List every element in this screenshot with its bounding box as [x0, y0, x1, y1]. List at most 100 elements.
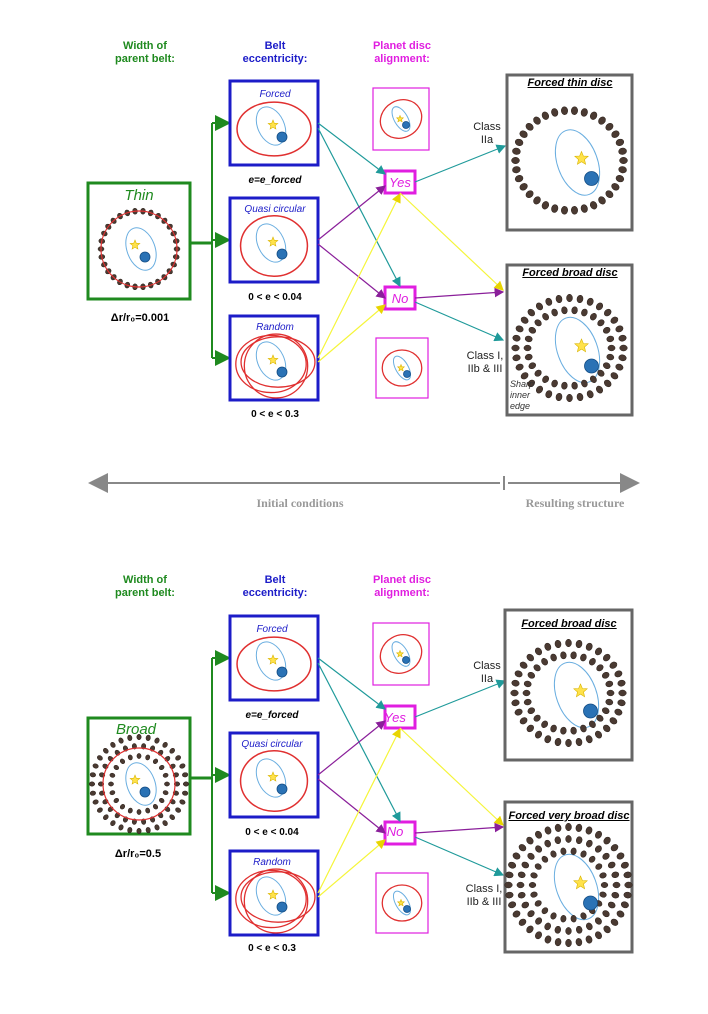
planetesimal: [534, 863, 542, 870]
result-class-4: Class I, IIb & III: [465, 883, 503, 908]
result-title-1: Forced thin disc: [527, 77, 613, 89]
planetesimal: [145, 754, 151, 761]
planet-orbit: [125, 227, 157, 271]
planetesimal: [605, 122, 614, 131]
planet-orbit: [553, 661, 600, 729]
planetesimal: [522, 689, 531, 697]
planetesimal: [524, 353, 533, 361]
planetesimal: [113, 764, 119, 771]
planet-orbit: [255, 106, 287, 146]
panel-2: [86, 608, 634, 954]
result-class-1: Class IIa: [473, 121, 501, 146]
planetesimal: [541, 201, 550, 210]
planetesimal: [504, 881, 513, 889]
planetesimal: [611, 183, 620, 191]
planetesimal: [516, 881, 525, 889]
planetesimal: [534, 900, 542, 907]
planetesimal: [520, 316, 529, 324]
planetesimal: [542, 313, 549, 321]
planet-icon: [276, 783, 288, 795]
ecc-box-title-forced: Forced: [259, 89, 291, 100]
planetesimal: [541, 855, 549, 863]
planetesimal: [566, 393, 573, 403]
planetesimal: [589, 201, 598, 210]
planetesimal: [512, 354, 521, 362]
planetesimal: [580, 653, 587, 662]
planetesimal: [533, 196, 541, 205]
belt-orbit: [239, 750, 309, 812]
planetesimal: [533, 714, 541, 722]
star-icon: [129, 774, 141, 785]
flow-arrow: [317, 304, 386, 363]
planetesimal: [565, 738, 572, 748]
planetesimal: [541, 907, 549, 915]
flow-arrow: [414, 287, 505, 299]
planetesimal: [545, 297, 553, 306]
planetesimal: [606, 335, 615, 343]
planetesimal: [512, 334, 521, 342]
result-box-thin: [505, 73, 634, 232]
planetesimal: [602, 362, 611, 370]
planetesimal: [103, 748, 109, 754]
planetesimal: [611, 871, 620, 878]
planetesimal: [514, 670, 523, 678]
planetesimal: [585, 735, 593, 744]
star-icon: [396, 898, 406, 907]
header-eccentricity-2: Belt eccentricity:: [242, 574, 308, 599]
planetesimal: [512, 910, 521, 918]
planetesimal: [611, 892, 620, 899]
result-box-broad: [503, 608, 634, 762]
belt-orbit: [381, 884, 423, 922]
planetesimal: [595, 302, 604, 311]
planetesimal: [554, 938, 562, 947]
planetesimal: [618, 689, 627, 697]
planetesimal: [551, 308, 558, 317]
planetesimal: [597, 319, 605, 327]
planetesimal: [619, 157, 628, 164]
planetesimal: [523, 680, 532, 688]
planet-orbit: [125, 762, 157, 806]
planetesimal: [554, 737, 562, 747]
planetesimal: [575, 823, 583, 832]
belt-box-title: Thin: [124, 187, 154, 204]
planetesimal: [109, 772, 116, 778]
planetesimal: [515, 325, 524, 333]
planetesimal: [602, 910, 610, 918]
ecc-box-title-quasi-2: Quasi circular: [241, 739, 303, 750]
planetesimal: [145, 807, 151, 814]
planetesimal: [565, 822, 572, 832]
planetesimal: [576, 392, 584, 402]
planetesimal: [570, 915, 577, 923]
planetesimal: [127, 827, 133, 834]
star-icon: [267, 889, 279, 900]
belt-orbit: [100, 210, 178, 288]
planetesimal: [173, 781, 181, 787]
planetesimal: [542, 375, 549, 383]
planetesimal: [617, 699, 626, 707]
ecc-condition-quasi-2: 0 < e < 0.04: [245, 827, 299, 838]
planetesimal: [576, 925, 583, 934]
planetesimal: [605, 680, 614, 688]
planet-icon: [139, 251, 151, 263]
planet-orbit: [554, 316, 601, 384]
planetesimal: [523, 344, 532, 352]
planetesimal: [182, 781, 190, 787]
planetesimal: [145, 827, 151, 834]
planetesimal: [623, 891, 632, 899]
planetesimal: [585, 642, 593, 651]
planet-icon: [584, 171, 599, 186]
planetesimal: [521, 901, 530, 909]
alignment-box-misaligned: [375, 872, 429, 934]
planetesimal: [510, 689, 519, 697]
planetesimal: [560, 847, 567, 855]
planetesimal: [541, 658, 548, 666]
flow-arrow: [317, 839, 386, 898]
divider-right-label: Resulting structure: [525, 496, 625, 510]
panel-1: [86, 73, 634, 417]
planetesimal: [519, 661, 528, 669]
planet-orbit: [255, 876, 287, 916]
ecc-condition-forced: e=e_forced: [248, 175, 302, 186]
planetesimal: [560, 651, 567, 660]
planetesimal: [551, 204, 559, 213]
planetesimal: [600, 882, 609, 888]
